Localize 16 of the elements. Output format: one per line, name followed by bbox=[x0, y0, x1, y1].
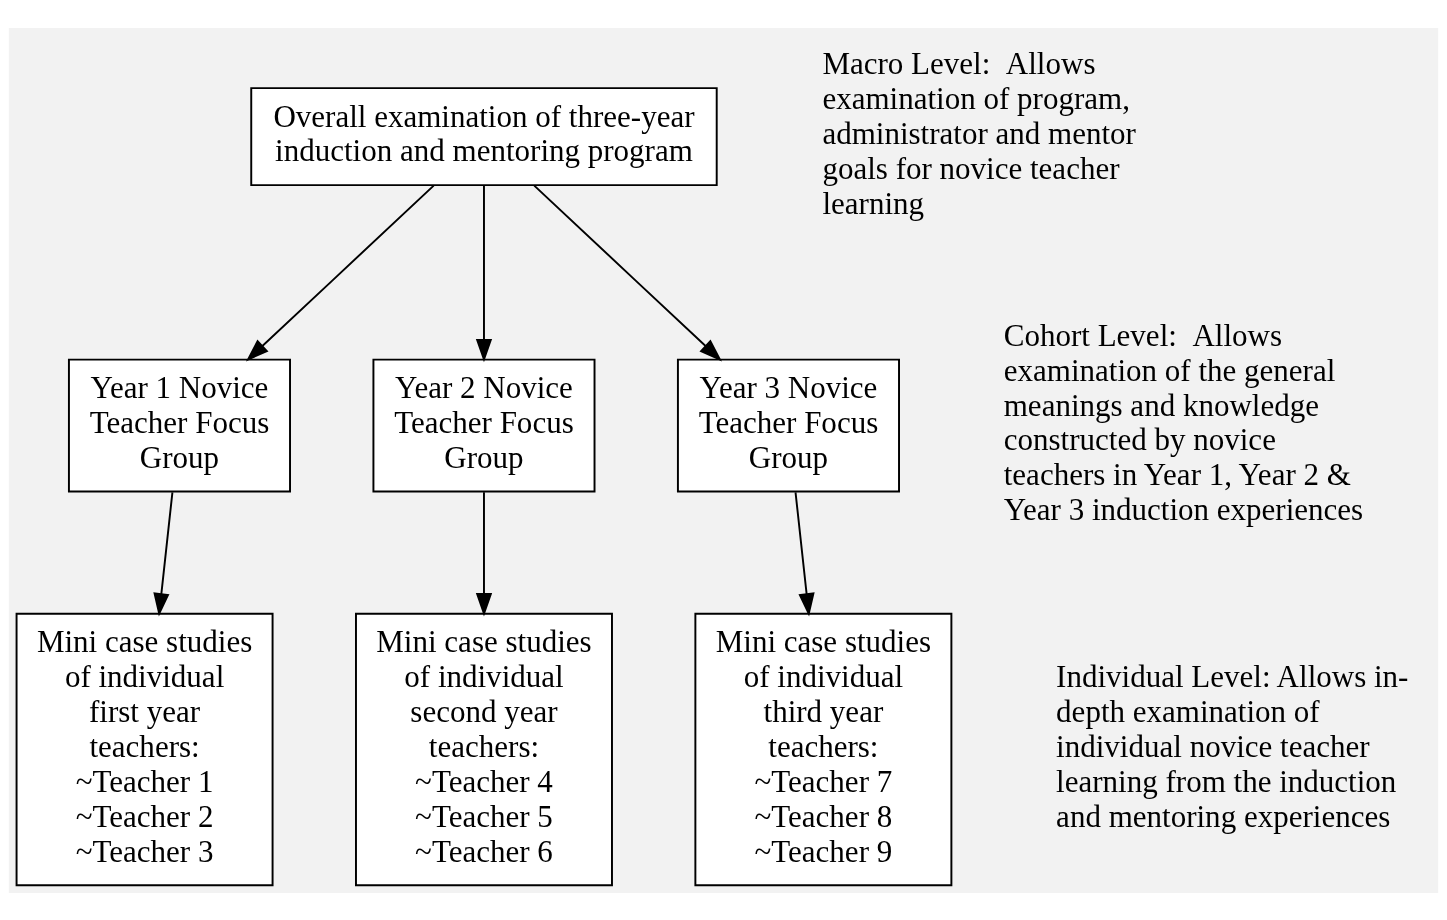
node-box: Mini case studies of individual third year teachers: ~Teacher 7 ~Teacher 8 ~Teacher 9 bbox=[694, 612, 953, 886]
arrow bbox=[475, 490, 493, 616]
node-box: Year 1 Novice Teacher Focus Group bbox=[67, 358, 291, 492]
arrow bbox=[794, 490, 815, 616]
node-box: Overall examination of three-year induction and mentoring program bbox=[250, 86, 718, 186]
label: Individual Level: Allows in-depth examination of individual novice teacher learning from the induction and mentoring experiences bbox=[1056, 658, 1409, 834]
label: Macro Level: Allows examination of program, administrator and mentor goals for novice teacher learning bbox=[822, 45, 1136, 221]
arrow bbox=[153, 490, 174, 616]
arrow bbox=[475, 184, 493, 362]
node-box: Year 3 Novice Teacher Focus Group bbox=[676, 358, 900, 492]
label: Cohort Level: Allows examination of the general meanings and knowledge constructed by novice teachers in Year 1, Year 2 & Year 3 induction experiences bbox=[1003, 317, 1364, 527]
node-box: Mini case studies of individual second year teachers: ~Teacher 4 ~Teacher 5 ~Teacher 6 bbox=[355, 612, 613, 886]
node-box: Mini case studies of individual first year teachers: ~Teacher 1 ~Teacher 2 ~Teacher 3 bbox=[15, 612, 274, 886]
arrow bbox=[533, 184, 722, 361]
arrow bbox=[245, 184, 435, 361]
node-box: Year 2 Novice Teacher Focus Group bbox=[372, 358, 596, 492]
